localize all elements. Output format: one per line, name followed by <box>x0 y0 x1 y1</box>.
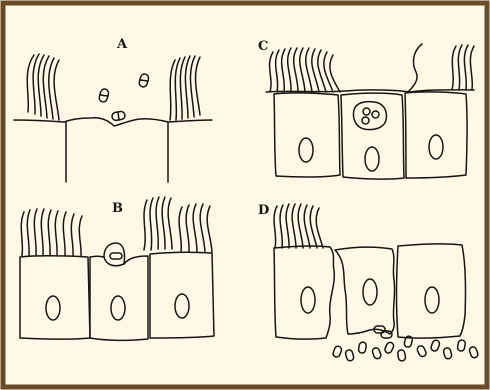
panel-a-label: A <box>116 37 128 52</box>
panel-d-label: D <box>258 203 269 218</box>
panel-c-label: C <box>258 39 268 54</box>
figure-background <box>3 3 487 387</box>
panel-b-label: B <box>112 201 123 216</box>
